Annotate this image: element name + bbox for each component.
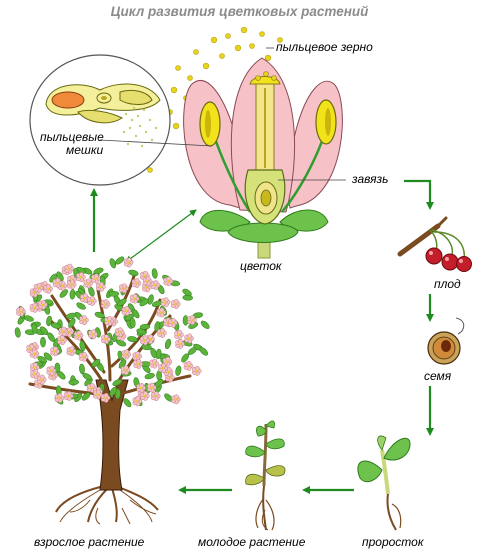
label-sprout: проросток xyxy=(362,535,424,549)
seed-illustration xyxy=(427,317,465,365)
arrow-tree-flower-link xyxy=(125,209,197,263)
label-pollen-sacs-2: мешки xyxy=(66,143,104,157)
arrow-flower-to-fruit xyxy=(404,179,434,210)
cycle-arrows xyxy=(90,179,434,494)
flower-illustration xyxy=(183,57,343,259)
sprout-illustration xyxy=(357,435,411,531)
cherry-fruit xyxy=(397,216,472,272)
label-ovary: завязь xyxy=(352,172,389,186)
label-seed: семя xyxy=(424,369,452,383)
label-adult-plant: взрослое растение xyxy=(34,535,145,549)
label-pollen-grain: пыльцевое зерно xyxy=(276,40,373,54)
label-flower: цветок xyxy=(240,259,282,273)
pollen-sacs-magnified xyxy=(29,54,213,186)
label-young-plant: молодое растение xyxy=(198,535,306,549)
young-plant-illustration xyxy=(245,420,286,531)
label-pollen-sacs-1: пыльцевые xyxy=(40,130,104,144)
adult-tree-illustration xyxy=(14,256,210,525)
diagram-title: Цикл развития цветковых растений xyxy=(110,4,369,19)
label-fruit: плод xyxy=(434,277,461,291)
